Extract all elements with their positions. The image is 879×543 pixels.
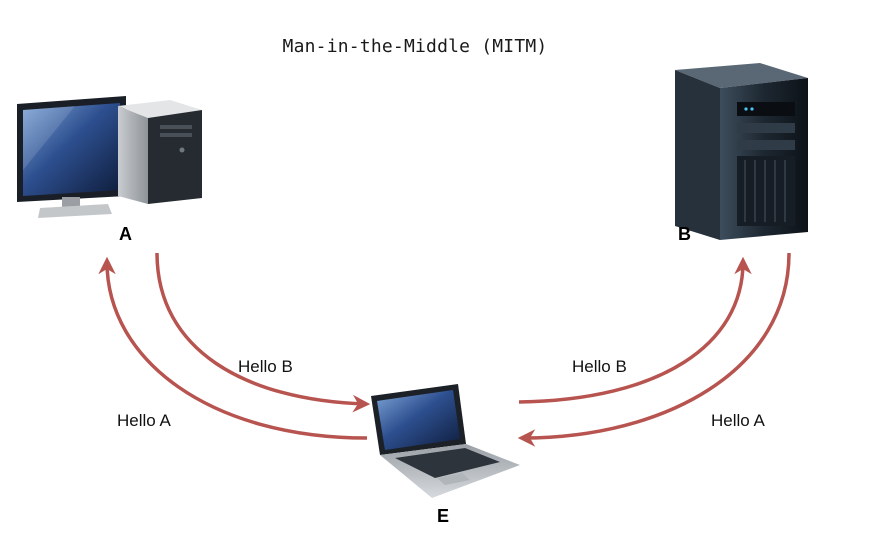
- desktop-computer-icon: [17, 96, 202, 218]
- edge-a-to-e-arrow: [155, 252, 371, 413]
- diagram-title: Man-in-the-Middle (MITM): [282, 36, 548, 57]
- node-label-e: E: [437, 506, 450, 526]
- edge-label-a-to-e: Hello B: [238, 357, 293, 376]
- edge-e-to-b-arrow: [518, 256, 752, 404]
- edge-label-b-to-e: Hello A: [711, 411, 765, 430]
- edge-b-to-e-arrow: [517, 252, 791, 447]
- edge-e-to-a-arrow: [98, 256, 368, 440]
- edge-label-e-to-b: Hello B: [572, 357, 627, 376]
- node-label-b: B: [678, 224, 691, 244]
- laptop-icon: [371, 384, 520, 498]
- node-label-a: A: [119, 224, 132, 244]
- server-tower-icon: [675, 63, 808, 240]
- edge-label-e-to-a: Hello A: [117, 411, 171, 430]
